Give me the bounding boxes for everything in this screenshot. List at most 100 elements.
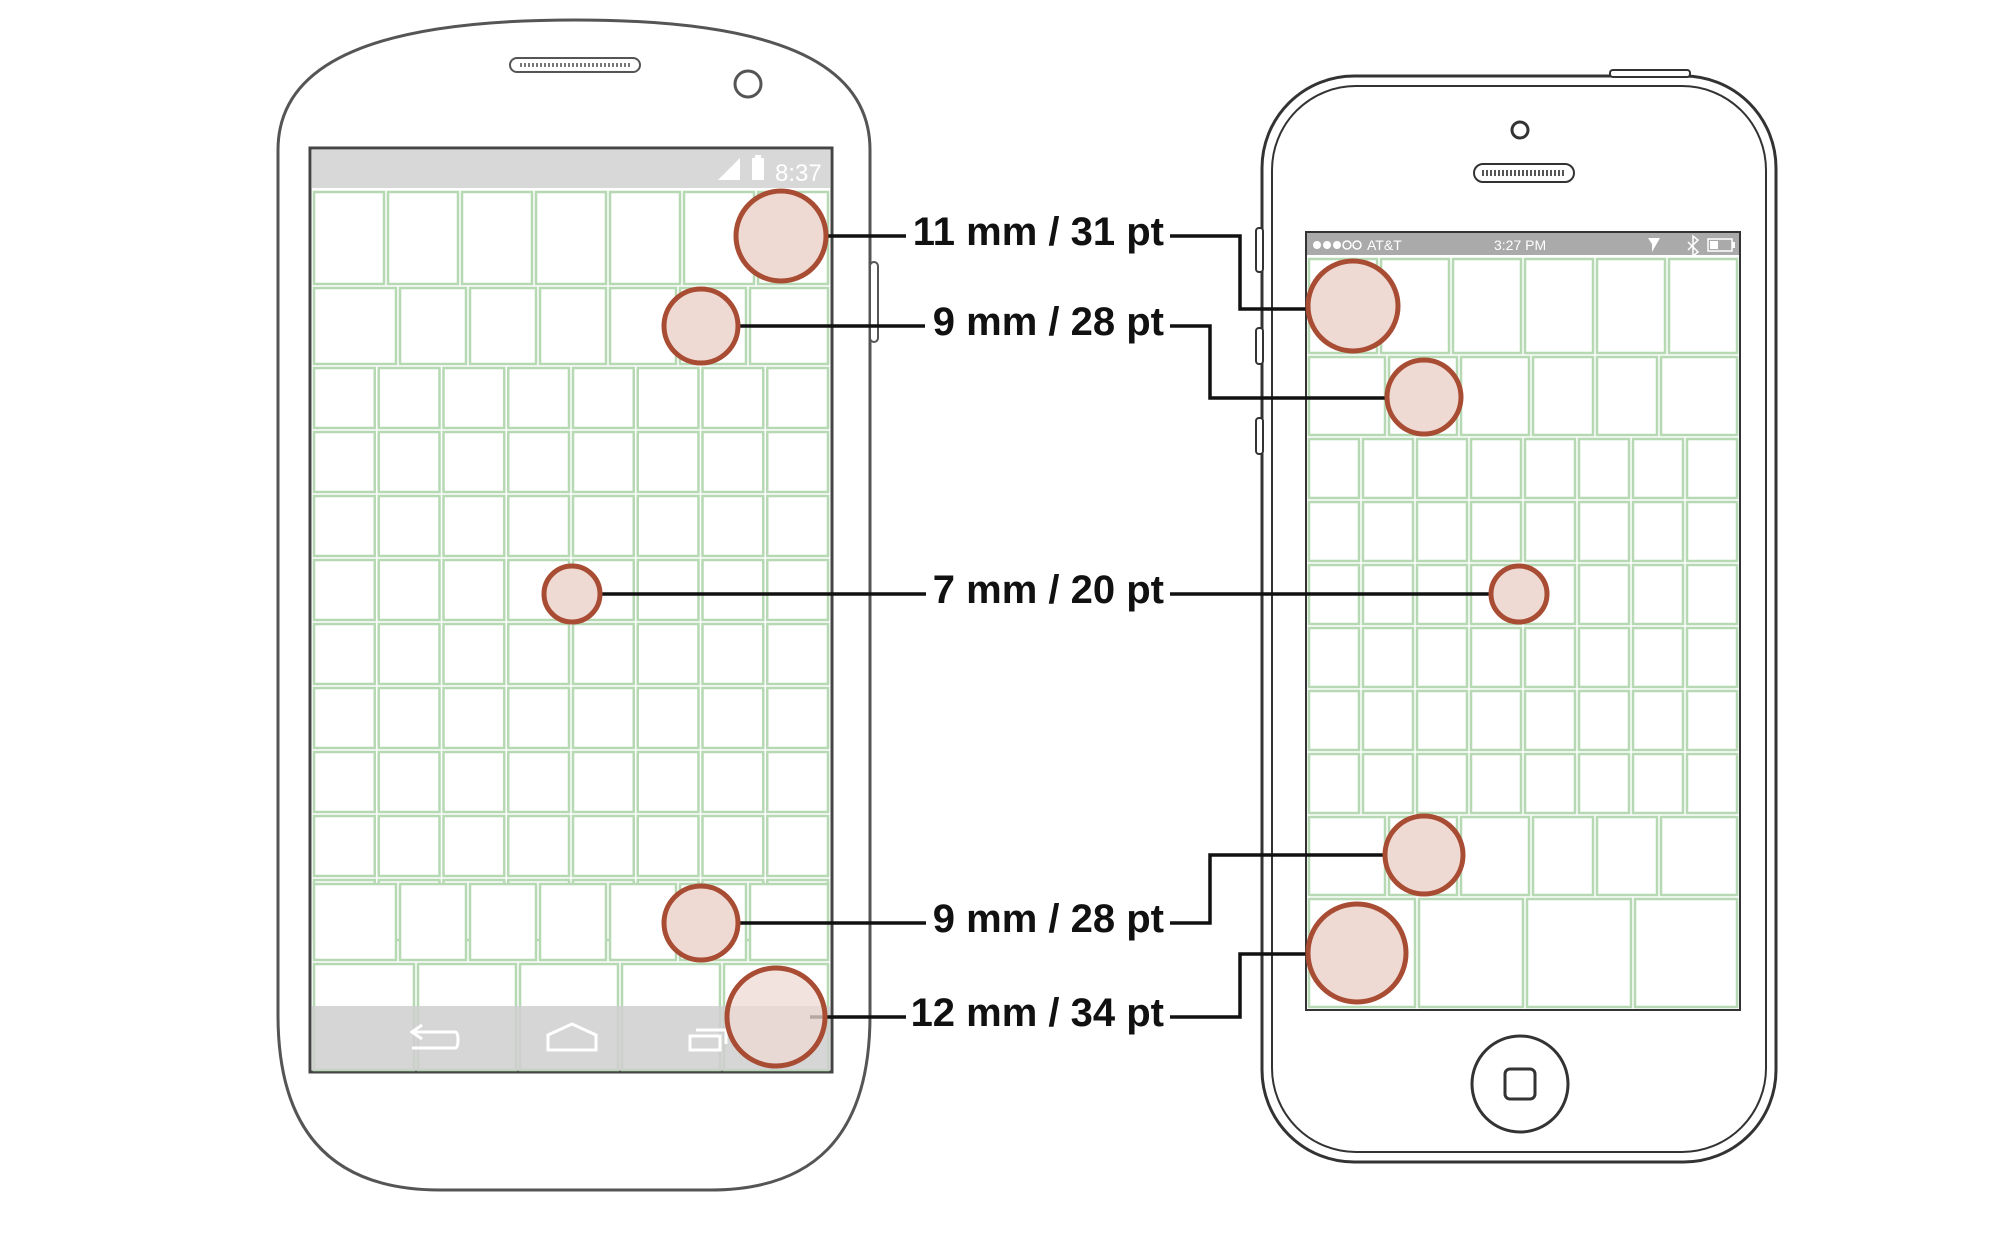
grid-cell [1451, 257, 1523, 355]
grid-cell [608, 190, 682, 286]
grid-cell [1531, 815, 1595, 897]
grid-cell [701, 430, 765, 494]
grid-cell [507, 494, 571, 558]
label-12mm: 12 mm / 34 pt [911, 991, 1164, 1035]
grid-cell [312, 622, 376, 686]
grid-cell [377, 750, 441, 814]
grid-cell [1361, 500, 1415, 563]
grid-cell [442, 494, 506, 558]
grid-cell [1523, 689, 1577, 752]
grid-cell [1631, 563, 1685, 626]
android-camera [733, 69, 763, 99]
grid-cell [1469, 437, 1523, 500]
grid-cell [636, 750, 700, 814]
grid-cell [507, 686, 571, 750]
grid-cell [1577, 563, 1631, 626]
grid-cell [1659, 355, 1739, 437]
iphone-top-button [1609, 69, 1691, 78]
bluetooth-icon [1687, 234, 1700, 258]
grid-cell [377, 814, 441, 878]
android-side-button [869, 261, 879, 343]
grid-cell [571, 366, 635, 430]
grid-cell [1361, 752, 1415, 815]
grid-cell [1361, 626, 1415, 689]
grid-cell [538, 286, 608, 366]
grid-cell [377, 686, 441, 750]
grid-cell [1595, 355, 1659, 437]
iphone-volume-up [1255, 327, 1264, 365]
grid-cell [636, 366, 700, 430]
grid-cell [1523, 257, 1595, 355]
grid-cell [1685, 563, 1739, 626]
iphone-volume-down [1255, 417, 1264, 455]
grid-cell [701, 814, 765, 878]
target-android-9mm-bottom [661, 883, 741, 963]
grid-cell [1361, 437, 1415, 500]
grid-cell [312, 430, 376, 494]
grid-cell [377, 430, 441, 494]
grid-cell [312, 558, 376, 622]
iphone-mute-switch [1255, 227, 1264, 273]
grid-cell [312, 286, 398, 366]
grid-cell [442, 814, 506, 878]
grid-cell [442, 686, 506, 750]
target-iphone-9mm-bottom [1382, 813, 1466, 897]
grid-cell [701, 686, 765, 750]
grid-cell [1415, 437, 1469, 500]
grid-cell [377, 622, 441, 686]
grid-cell [1685, 752, 1739, 815]
grid-cell [766, 750, 830, 814]
grid-cell [1631, 689, 1685, 752]
grid-cell [636, 494, 700, 558]
grid-cell [312, 814, 376, 878]
iphone-home-button[interactable] [1470, 1034, 1570, 1134]
android-status-time: 8:37 [775, 160, 822, 187]
grid-cell [1577, 626, 1631, 689]
grid-cell [636, 430, 700, 494]
label-9mm-bottom: 9 mm / 28 pt [933, 897, 1164, 941]
grid-cell [636, 622, 700, 686]
grid-cell [1685, 437, 1739, 500]
grid-cell [1531, 355, 1595, 437]
grid-cell [312, 882, 398, 962]
grid-cell [766, 558, 830, 622]
grid-cell [766, 430, 830, 494]
grid-cell [1469, 500, 1523, 563]
grid-cell [636, 814, 700, 878]
callout-lines [572, 234, 1514, 1019]
grid-cell [377, 494, 441, 558]
grid-cell [1523, 437, 1577, 500]
grid-cell [571, 494, 635, 558]
grid-cell [1307, 752, 1361, 815]
grid-cell [312, 366, 376, 430]
iphone-home-square-icon [1503, 1067, 1537, 1101]
grid-cell [1307, 626, 1361, 689]
touch-targets [541, 188, 1550, 1069]
grid-cell [442, 558, 506, 622]
grid-cell [507, 366, 571, 430]
grid-cell [1307, 437, 1361, 500]
grid-cell [507, 750, 571, 814]
android-status-bar [312, 150, 830, 188]
grid-cell [571, 686, 635, 750]
target-android-12mm [724, 965, 828, 1069]
grid-cell [701, 750, 765, 814]
grid-cell [1525, 897, 1633, 1009]
grid-cell [701, 622, 765, 686]
grid-cell [1415, 689, 1469, 752]
grid-cell [1307, 689, 1361, 752]
grid-cell [507, 430, 571, 494]
iphone-body-inner [1271, 85, 1767, 1153]
grid-cell [1577, 689, 1631, 752]
grid-cell [534, 190, 608, 286]
grid-cell [766, 622, 830, 686]
grid-cell [312, 750, 376, 814]
grid-cell [1631, 752, 1685, 815]
callout-line-5-right [1170, 952, 1310, 1019]
grid-cell [766, 366, 830, 430]
grid-cell [507, 814, 571, 878]
grid-cell [571, 622, 635, 686]
label-11mm: 11 mm / 31 pt [913, 210, 1164, 254]
target-iphone-11mm [1305, 258, 1401, 354]
grid-cell [636, 686, 700, 750]
